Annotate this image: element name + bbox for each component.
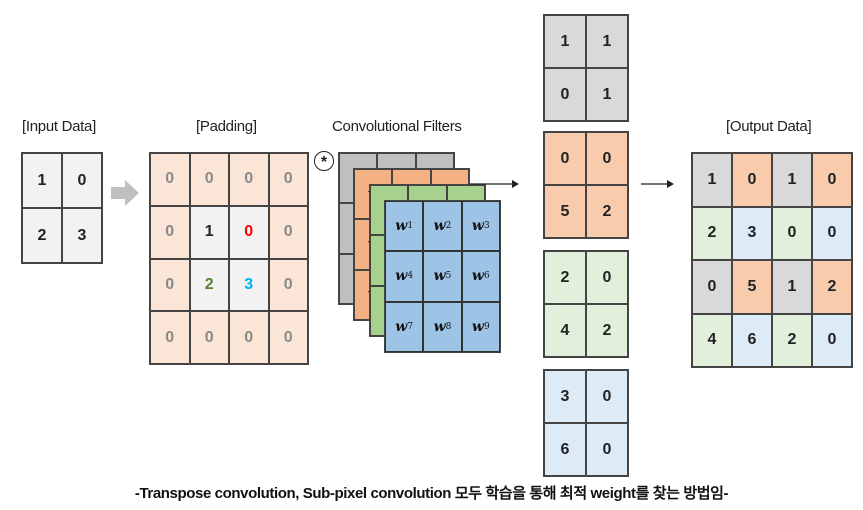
weight-symbol: w <box>395 318 408 335</box>
right-arrow-icon <box>111 180 139 206</box>
feature-block-green: 2 0 4 2 <box>543 250 629 358</box>
padding-cell: 0 <box>150 311 190 364</box>
weight-symbol: w <box>433 268 446 285</box>
feature-block-blue: 3 0 6 0 <box>543 369 629 477</box>
input-cell: 1 <box>22 153 62 208</box>
output-cell: 0 <box>692 260 732 314</box>
output-cell: 2 <box>812 260 852 314</box>
padding-cell: 0 <box>189 311 229 364</box>
input-cell: 0 <box>62 153 102 208</box>
padding-cell: 0 <box>229 311 269 364</box>
input-data-label: [Input Data] <box>22 118 96 135</box>
output-cell: 1 <box>772 153 812 207</box>
feature-cell: 0 <box>586 132 628 185</box>
input-cell: 2 <box>22 208 62 263</box>
output-cell: 0 <box>812 206 852 260</box>
output-cell: 0 <box>772 206 812 260</box>
weight-index: 3 <box>483 221 490 232</box>
output-cell: 1 <box>772 260 812 314</box>
weight-index: 8 <box>445 321 452 332</box>
output-cell: 6 <box>732 313 772 367</box>
filters-label: Convolutional Filters <box>332 118 462 135</box>
output-cell: 2 <box>692 206 732 260</box>
weight-index: 5 <box>445 271 452 282</box>
right-arrow-icon <box>641 180 674 188</box>
padding-cell: 0 <box>268 258 308 312</box>
output-cell: 5 <box>732 260 772 314</box>
padding-cell-input: 2 <box>189 258 229 312</box>
input-cell: 3 <box>62 208 102 263</box>
feature-cell: 0 <box>544 132 586 185</box>
padding-cell-input: 3 <box>229 258 269 312</box>
feature-block-gray: 1 1 0 1 <box>543 14 629 122</box>
feature-cell: 0 <box>544 68 586 121</box>
weight-index: 7 <box>407 321 414 332</box>
weight-symbol: w <box>395 268 408 285</box>
weight-index: 6 <box>483 271 490 282</box>
right-arrow-icon <box>470 180 519 188</box>
conv-symbol: * <box>320 154 328 171</box>
feature-cell: 0 <box>586 251 628 304</box>
feature-cell: 2 <box>586 185 628 238</box>
padding-cell: 0 <box>189 153 229 206</box>
output-grid: 1 0 1 0 2 3 0 0 0 5 1 2 4 6 2 0 <box>691 152 853 368</box>
weight-index: 2 <box>445 221 452 232</box>
padding-cell: 0 <box>150 153 190 206</box>
output-cell: 0 <box>812 313 852 367</box>
output-cell: 3 <box>732 206 772 260</box>
weight-symbol: w <box>395 218 408 235</box>
padding-grid: 0 0 0 0 0 1 0 0 0 2 3 0 0 0 0 0 <box>149 152 309 365</box>
caption: -Transpose convolution, Sub-pixel convol… <box>134 485 729 502</box>
output-cell: 1 <box>692 153 732 207</box>
feature-cell: 1 <box>586 15 628 68</box>
feature-block-orange: 0 0 5 2 <box>543 131 629 239</box>
feature-cell: 0 <box>586 370 628 423</box>
padding-cell-input: 0 <box>229 205 269 259</box>
padding-cell: 0 <box>150 205 190 259</box>
padding-cell: 0 <box>229 153 269 206</box>
weight-symbol: w <box>471 268 484 285</box>
padding-label: [Padding] <box>196 118 257 135</box>
feature-cell: 1 <box>544 15 586 68</box>
weight-index: 4 <box>407 271 414 282</box>
feature-cell: 2 <box>586 304 628 357</box>
padding-cell: 0 <box>268 311 308 364</box>
output-cell: 4 <box>692 313 732 367</box>
feature-cell: 3 <box>544 370 586 423</box>
output-cell: 2 <box>772 313 812 367</box>
feature-cell: 6 <box>544 423 586 476</box>
padding-cell: 0 <box>268 153 308 206</box>
input-grid: 1 0 2 3 <box>21 152 103 264</box>
feature-cell: 0 <box>586 423 628 476</box>
feature-cell: 4 <box>544 304 586 357</box>
output-data-label: [Output Data] <box>726 118 812 135</box>
weight-symbol: w <box>433 318 446 335</box>
feature-cell: 1 <box>586 68 628 121</box>
output-cell: 0 <box>812 153 852 207</box>
weight-index: 9 <box>483 321 490 332</box>
padding-cell-input: 1 <box>189 205 229 259</box>
weight-symbol: w <box>433 218 446 235</box>
feature-cell: 5 <box>544 185 586 238</box>
output-cell: 0 <box>732 153 772 207</box>
feature-cell: 2 <box>544 251 586 304</box>
padding-cell: 0 <box>268 205 308 259</box>
weight-symbol: w <box>471 318 484 335</box>
convolution-operator-icon: * <box>314 151 334 171</box>
padding-cell: 0 <box>150 258 190 312</box>
weight-symbol: w <box>471 218 484 235</box>
weight-index: 1 <box>407 221 414 232</box>
